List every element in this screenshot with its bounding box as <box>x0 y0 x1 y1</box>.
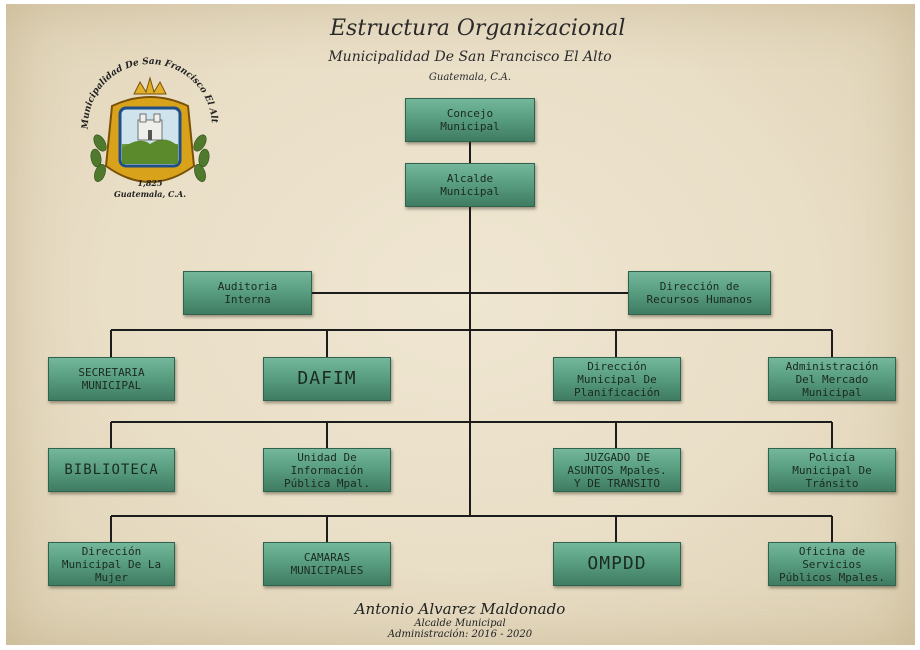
node-ompdd: OMPDD <box>553 542 681 586</box>
node-biblioteca: BIBLIOTECA <box>48 448 175 492</box>
node-servicios-publicos: Oficina de Servicios Públicos Mpales. <box>768 542 896 586</box>
node-alcalde-municipal: Alcalde Municipal <box>405 163 535 207</box>
node-informacion-publica: Unidad De Información Pública Mpal. <box>263 448 391 492</box>
node-planificacion: Dirección Municipal De Planificación <box>553 357 681 401</box>
chart-location: Guatemala, C.A. <box>428 72 512 83</box>
node-juzgado: JUZGADO DE ASUNTOS Mpales. Y DE TRANSITO <box>553 448 681 492</box>
chart-subtitle: Municipalidad De San Francisco El Alto <box>328 49 612 65</box>
chart-title: Estructura Organizacional <box>330 16 626 41</box>
node-dafim: DAFIM <box>263 357 391 401</box>
municipal-seal-logo: Municipalidad De San Francisco El Alto 1… <box>70 48 219 199</box>
node-recursos-humanos: Dirección de Recursos Humanos <box>628 271 771 315</box>
node-auditoria-interna: Auditoria Interna <box>183 271 312 315</box>
svg-text:Guatemala, C.A.: Guatemala, C.A. <box>114 189 186 199</box>
svg-text:1,825: 1,825 <box>137 178 162 188</box>
node-policia: Policía Municipal De Tránsito <box>768 448 896 492</box>
node-mercado: Administración Del Mercado Municipal <box>768 357 896 401</box>
footer-term: Administración: 2016 - 2020 <box>387 629 533 640</box>
node-secretaria-municipal: SECRETARIA MUNICIPAL <box>48 357 175 401</box>
node-direccion-mujer: Dirección Municipal De La Mujer <box>48 542 175 586</box>
node-camaras: CAMARAS MUNICIPALES <box>263 542 391 586</box>
node-concejo-municipal: Concejo Municipal <box>405 98 535 142</box>
footer-role: Alcalde Municipal <box>414 618 506 629</box>
footer-name: Antonio Alvarez Maldonado <box>354 600 566 618</box>
